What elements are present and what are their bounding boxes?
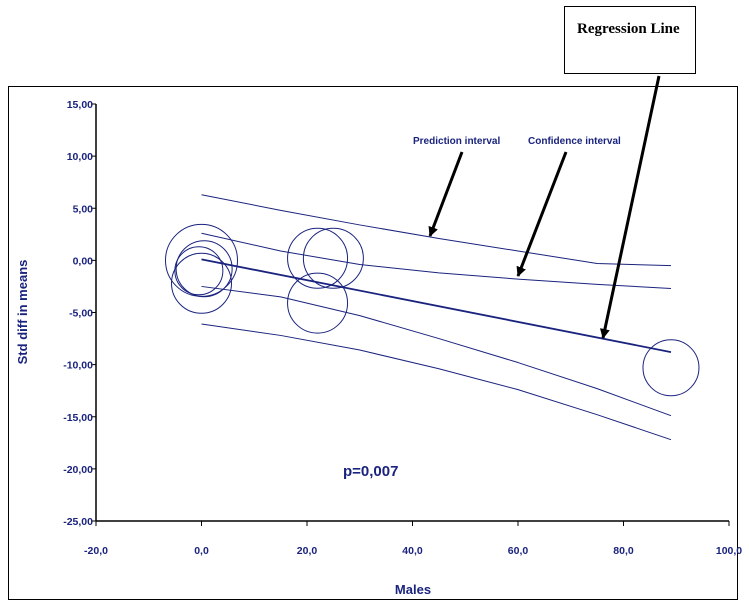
data-points	[165, 223, 700, 397]
study-point	[287, 272, 349, 334]
confidence-interval-lower	[201, 285, 672, 417]
x-tick-label: 20,0	[297, 545, 318, 557]
prediction-interval-label: Prediction interval	[413, 136, 500, 147]
y-axis-title: Std diff in means	[15, 260, 30, 365]
x-tick-label: 0,0	[194, 545, 209, 557]
y-tick-label: -15,00	[63, 412, 93, 424]
annotation-arrows	[428, 75, 661, 339]
confidence-interval-label: Confidence interval	[528, 136, 621, 147]
regression-callout-label: Regression Line	[577, 21, 680, 37]
prediction-interval-upper	[201, 194, 671, 267]
confidence-interval-upper	[201, 232, 672, 290]
regression-line	[201, 258, 672, 353]
study-point	[287, 227, 349, 289]
study-point	[174, 246, 224, 296]
x-axis-title: Males	[395, 582, 431, 597]
y-tick-label: -20,00	[63, 464, 93, 476]
x-tick-label: 60,0	[508, 545, 529, 557]
y-tick-label: 15,00	[67, 99, 93, 111]
y-tick-label: -5,00	[69, 308, 93, 320]
regression-callout-box: Regression Line	[564, 6, 696, 74]
y-tick-label: 10,00	[67, 151, 93, 163]
x-tick-label: 40,0	[402, 545, 423, 557]
prediction-arrow	[428, 151, 464, 237]
prediction-interval-lower	[201, 323, 672, 441]
x-tick-label: 80,0	[613, 545, 634, 557]
y-tick-label: -10,00	[63, 360, 93, 372]
interval-curves	[201, 194, 672, 441]
plot-frame	[8, 86, 738, 600]
study-point	[642, 339, 700, 397]
x-tick-label: 100,0	[716, 545, 742, 557]
regression-arrow	[599, 75, 661, 339]
confidence-arrow	[516, 151, 568, 277]
y-tick-label: 5,00	[73, 203, 94, 215]
axes: -20,0 0,0 20,0 40,0 60,0 80,0 100,0 15,00 10,00 5…	[63, 99, 742, 557]
x-tick-label: -20,0	[84, 545, 108, 557]
y-tick-label: 0,00	[73, 255, 94, 267]
study-point	[175, 240, 233, 298]
y-tick-label: -25,00	[63, 516, 93, 528]
study-point	[171, 252, 232, 314]
study-point	[302, 227, 364, 289]
p-value-label: p=0,007	[343, 463, 398, 480]
